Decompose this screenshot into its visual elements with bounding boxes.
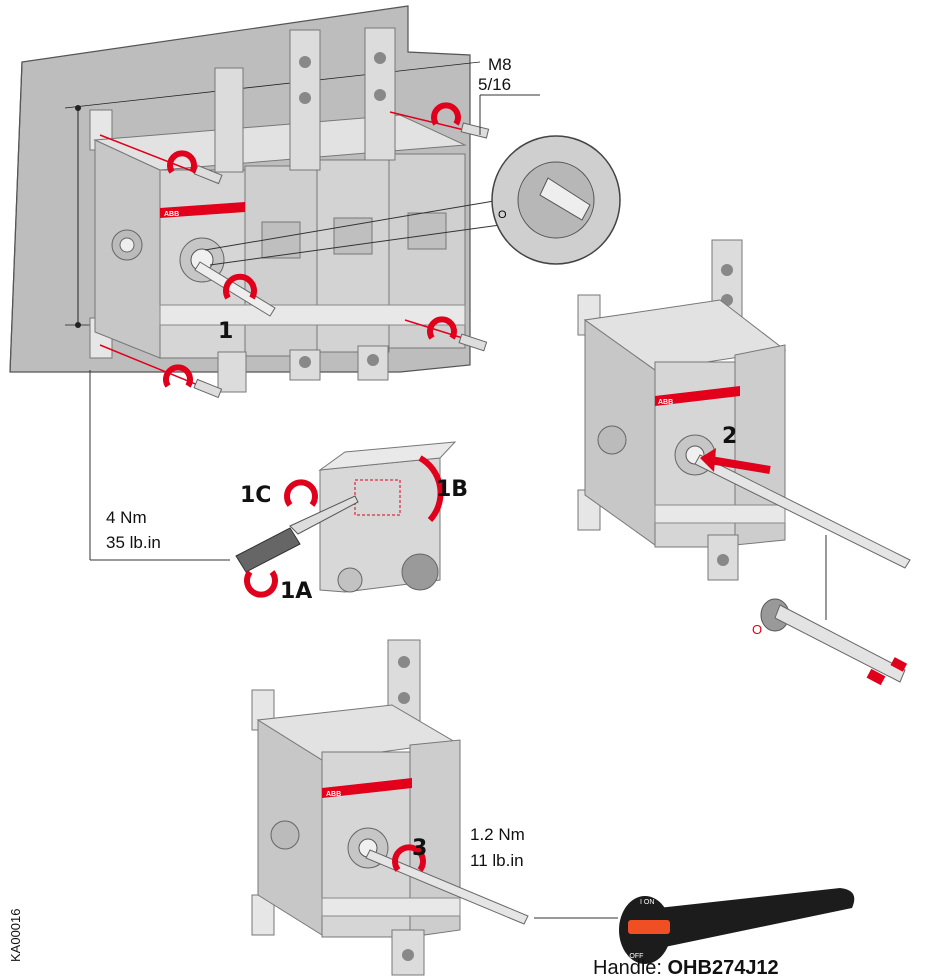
brand-band: [322, 778, 412, 798]
hole-marker: [75, 105, 81, 111]
terminal-hole: [374, 89, 386, 101]
zoom-off-symbol: O: [498, 209, 507, 221]
rotate-arrow-icon: [163, 364, 193, 388]
detail-module: [318, 441, 457, 593]
zoom-leader: [204, 199, 501, 251]
screw: [193, 378, 223, 399]
zoom-shaft: [539, 177, 591, 221]
hole-marker: [75, 322, 81, 328]
adapter-pin: [890, 657, 908, 672]
terminal-bottom: [217, 351, 247, 393]
screwdriver-handle: [235, 527, 301, 573]
zoom-leader: [209, 224, 501, 266]
rotate-arrow-icon: [223, 273, 257, 300]
side-knob-inner: [119, 237, 135, 253]
handle-prefix: Handle:: [593, 957, 668, 979]
terminal-hole: [717, 554, 729, 566]
push-arrow-icon: [709, 456, 771, 474]
brand-band: [160, 202, 245, 218]
arc-arrow-1b-icon: [418, 455, 444, 523]
shaft: [694, 454, 911, 569]
switch-front-pole: [244, 165, 318, 357]
screwdriver: [235, 479, 359, 598]
step-1c-label: 1C: [240, 483, 271, 508]
terminal-hole: [721, 264, 733, 276]
step-1b-label: 1B: [436, 477, 468, 502]
terminal-hole: [374, 52, 386, 64]
adapter-off-symbol: O: [752, 622, 762, 637]
rotate-arrow-icon: [431, 102, 461, 126]
lower-panel: [654, 504, 786, 524]
screw: [460, 122, 490, 139]
handle-off-marking: O OFF: [622, 953, 643, 960]
brand-logo: ABB: [164, 211, 179, 218]
zoom-detail: O: [491, 135, 621, 265]
handle-on-marking: I ON: [640, 899, 654, 906]
dimension-line-top: [64, 61, 481, 109]
rotate-arrow-icon: [427, 316, 457, 340]
pole-window: [407, 212, 447, 250]
terminal-hole: [367, 354, 379, 366]
handle-caption: Handle: OHB274J12: [593, 957, 779, 979]
shaft: [194, 261, 276, 317]
terminal-hole: [299, 356, 311, 368]
bolt-size-inch-label: 5/16: [478, 75, 511, 94]
rotate-arrow-1c-icon: [284, 479, 318, 507]
mounting-screws: [99, 102, 490, 399]
drawing-code: KA00016: [8, 909, 23, 963]
handle-lever: [640, 888, 855, 948]
screwdriver-shaft: [289, 495, 359, 535]
pole-window: [261, 221, 301, 259]
side-knob: [597, 425, 627, 455]
side-knob: [270, 820, 300, 850]
step-2-label: 2: [722, 424, 737, 449]
brand-logo: ABB: [658, 399, 673, 406]
terminal-hole: [402, 949, 414, 961]
handle-orange-insert: [628, 920, 670, 934]
brand-band: [655, 386, 740, 406]
terminal-hole: [398, 656, 410, 668]
step-3-label: 3: [412, 836, 427, 861]
terminal-top: [214, 67, 244, 173]
step-1a-label: 1A: [280, 579, 312, 604]
shaft-adapter: O: [752, 598, 908, 686]
terminal-hole: [299, 56, 311, 68]
handle-model: OHB274J12: [668, 957, 779, 979]
terminal-hole: [398, 692, 410, 704]
rotate-arrow-icon: [167, 150, 197, 174]
push-arrow-head-icon: [700, 448, 716, 472]
torque-1-metric: 4 Nm: [106, 508, 147, 527]
torque-3-imperial: 11 lb.in: [470, 851, 524, 870]
torque-3-metric: 1.2 Nm: [470, 825, 525, 844]
switch-main: ABB: [89, 27, 467, 393]
detail-top: [318, 441, 457, 471]
step-1-label: 1: [218, 319, 233, 344]
wall-edge: [9, 61, 23, 373]
bolt-size-label: M8: [488, 55, 512, 74]
detail-hole: [337, 567, 363, 593]
lower-panel: [321, 897, 461, 917]
adapter-shaft: [774, 604, 906, 683]
adapter-pin: [866, 668, 886, 686]
shaft: [365, 849, 529, 925]
rotate-arrow-icon: [392, 844, 426, 872]
rotate-arrow-1a-icon: [244, 570, 278, 598]
detail-round: [401, 553, 439, 591]
switch-step-3: ABB: [251, 639, 529, 976]
torque-1-imperial: 35 lb.in: [106, 533, 161, 552]
switch-step-2: ABB: [577, 239, 911, 581]
screw: [458, 333, 488, 352]
pole-window: [333, 217, 373, 255]
handle: I ON O OFF: [619, 888, 855, 964]
lower-panel: [159, 304, 466, 326]
terminal-hole: [299, 92, 311, 104]
brand-logo: ABB: [326, 791, 341, 798]
